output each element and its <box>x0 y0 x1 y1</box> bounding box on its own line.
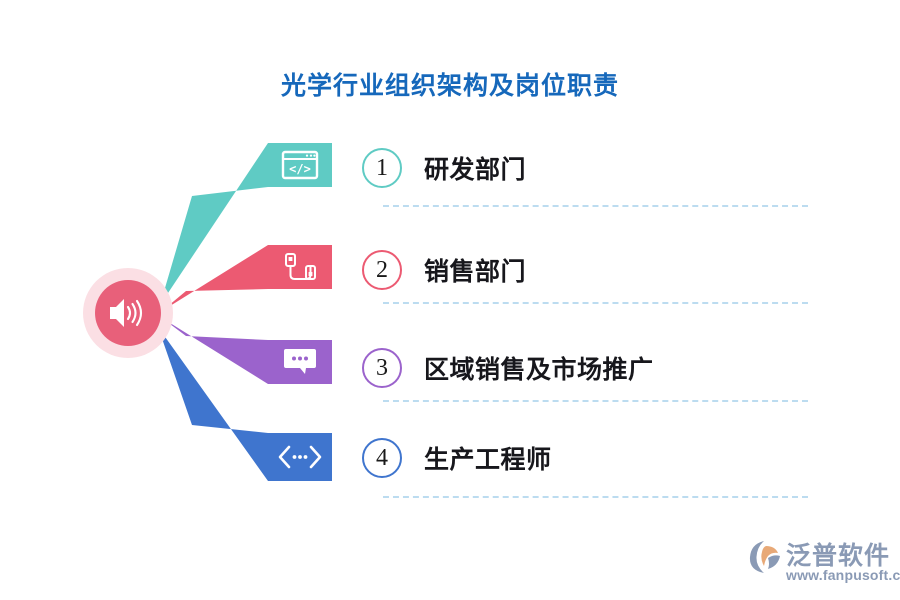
icon-block-2[interactable] <box>268 245 332 289</box>
page-title: 光学行业组织架构及岗位职责 <box>280 72 619 100</box>
hub-node[interactable] <box>83 268 173 358</box>
ray-3 <box>162 318 268 384</box>
item-number-badge: 1 <box>362 148 402 188</box>
ray-2 <box>162 245 268 311</box>
item-label: 研发部门 <box>424 156 527 184</box>
logo-url: www.fanpusoft.com <box>786 567 900 583</box>
item-label: 生产工程师 <box>424 446 552 474</box>
hub-circle <box>95 280 161 346</box>
item-number-badge: 4 <box>362 438 402 478</box>
fanpu-logo-mark <box>749 541 780 573</box>
speaker-megaphone-icon <box>110 299 143 327</box>
row-separator <box>383 302 808 304</box>
item-label: 销售部门 <box>424 258 527 286</box>
list-item[interactable]: 1 研发部门 <box>362 140 526 196</box>
item-label: 区域销售及市场推广 <box>424 356 654 384</box>
item-number-badge: 2 <box>362 250 402 290</box>
list-item[interactable]: 3 区域销售及市场推广 <box>362 340 654 396</box>
brand-logo[interactable]: 泛普软件 www.fanpusoft.com <box>748 536 900 588</box>
row-separator <box>383 400 808 402</box>
ray-1 <box>160 143 268 305</box>
icon-block-4[interactable] <box>268 433 332 481</box>
item-number-badge: 3 <box>362 348 402 388</box>
list-item[interactable]: 4 生产工程师 <box>362 430 552 486</box>
ray-4 <box>158 327 268 481</box>
icon-block-1[interactable] <box>268 143 332 187</box>
row-separator <box>383 496 808 498</box>
list-item[interactable]: 2 销售部门 <box>362 242 526 298</box>
icon-block-3[interactable] <box>268 340 332 384</box>
row-separator <box>383 205 808 207</box>
logo-name: 泛普软件 <box>786 542 891 570</box>
